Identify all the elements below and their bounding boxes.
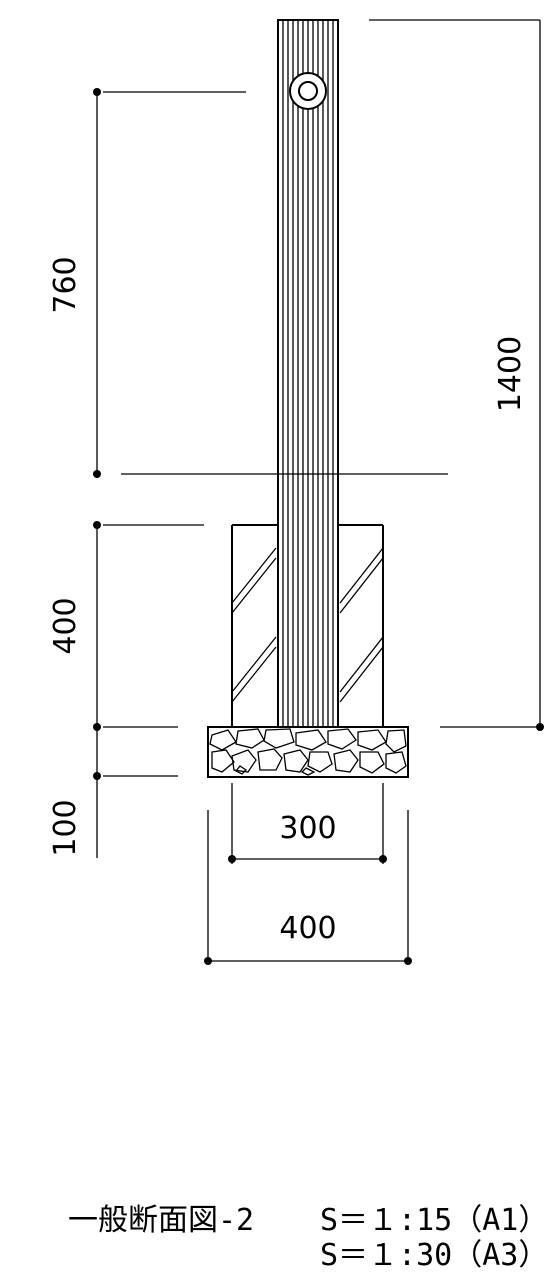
- dimension-dots: [93, 88, 544, 965]
- dimension-lines: [96, 20, 541, 962]
- scale-a3: S＝１:30（A3）: [320, 1238, 548, 1273]
- dim-embed-depth: 400: [48, 597, 83, 654]
- gravel-base: [207, 726, 409, 778]
- extension-lines: [103, 19, 540, 963]
- dim-gravel-width: 400: [279, 911, 336, 946]
- dim-pole-height: 760: [48, 256, 83, 313]
- scale-a1: S＝１:15（A1）: [320, 1203, 548, 1238]
- drawing-title: 一般断面図-2: [68, 1203, 254, 1238]
- dim-footing-width: 300: [279, 811, 336, 846]
- concrete-footing: [231, 524, 384, 727]
- dim-total-height: 1400: [493, 336, 528, 412]
- dim-base-depth: 100: [48, 799, 83, 856]
- bollard-pole: [277, 19, 339, 728]
